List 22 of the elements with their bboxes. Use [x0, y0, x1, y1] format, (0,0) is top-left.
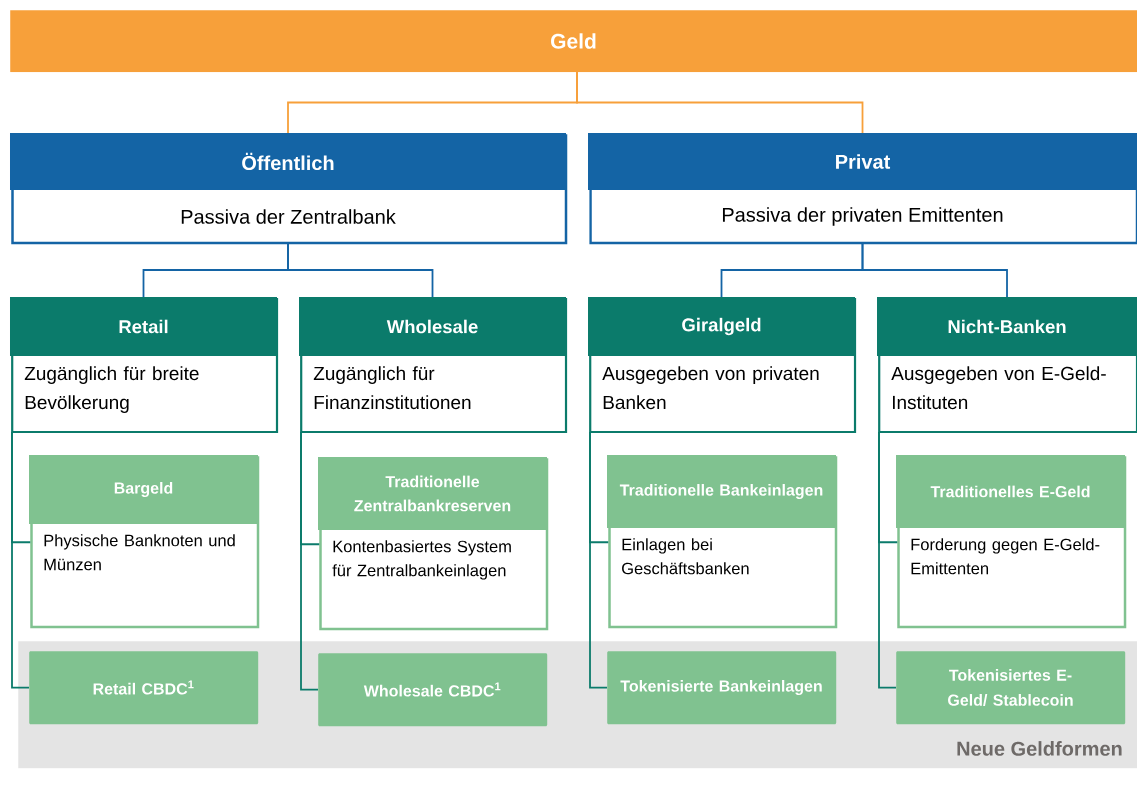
connector-line [11, 431, 30, 689]
money-form-box: Bargeld Physische Banknoten und Münzen [29, 455, 260, 629]
money-form-box: Traditionelle Bankeinlagen Einlagen bei Geschäftsbanken [607, 455, 838, 629]
category-box: Privat Passiva der privaten Emittenten [588, 133, 1137, 245]
connector-line [861, 242, 1008, 298]
connector-line [287, 242, 434, 298]
category-box: Retail Zugänglich für breite Bevölkerung [10, 297, 279, 434]
money-form-box: Retail CBDC$^{1}$ [29, 651, 259, 725]
connector-line [878, 431, 897, 689]
connector-line [300, 431, 319, 691]
title-bar: Geld [10, 10, 1137, 73]
category-box: Giralgeld Ausgegeben von privaten Banken [588, 297, 857, 434]
money-form-box: Wholesale CBDC$^{1}$ [318, 653, 548, 727]
category-box: Öffentlich Passiva der Zentralbank [10, 133, 568, 245]
money-form-box: Tokenisiertes E-Geld/ Stablecoin [896, 651, 1126, 725]
money-form-box: Traditionelles E-Geld Forderung gegen E-Geld-Emittenten [896, 455, 1127, 629]
category-box: Wholesale Zugänglich für Finanzinstitutionen [299, 297, 568, 434]
money-form-box: Tokenisierte Bankeinlagen [607, 651, 837, 725]
connector-line [576, 71, 864, 134]
category-box: Nicht-Banken Ausgegeben von E-Geld-Instituten [877, 297, 1137, 434]
connector-line [589, 431, 608, 689]
money-form-box: Traditionelle Zentralbankreserven Kontenbasiertes System für Zentralbankeinlagen [318, 457, 549, 631]
